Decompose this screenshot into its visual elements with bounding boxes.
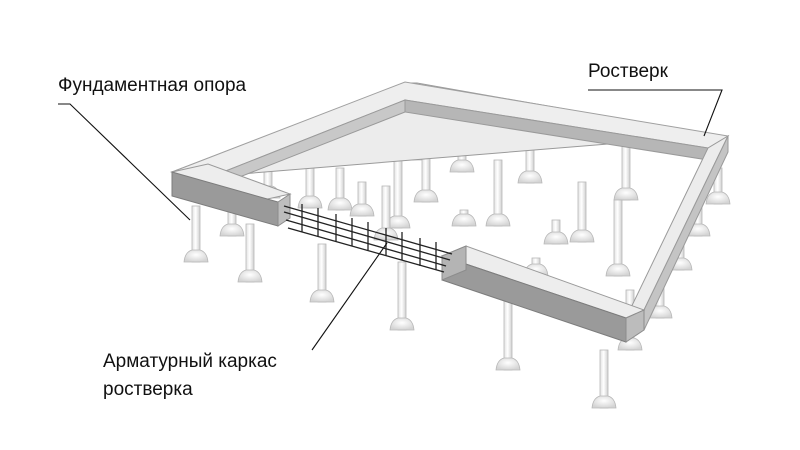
pile [613, 139, 639, 201]
pile-base [327, 197, 353, 211]
pile-base [451, 213, 477, 227]
pile-base [183, 249, 209, 263]
pile-base [349, 203, 375, 217]
pile-base [389, 317, 415, 331]
pile-base [309, 289, 335, 303]
pile-base [485, 213, 511, 227]
pile [297, 149, 323, 209]
pile-base [219, 223, 245, 237]
pile [451, 209, 477, 227]
rebar-leader [311, 242, 388, 351]
pile-base [413, 189, 439, 203]
pile-leader [58, 103, 191, 221]
pile-base [705, 191, 731, 205]
right-beam-outer [643, 135, 729, 331]
pile [591, 349, 617, 409]
pile [413, 139, 439, 203]
pile [349, 181, 375, 217]
left-beam-end [277, 193, 291, 227]
pile-base [449, 159, 475, 173]
pile-base [517, 170, 543, 184]
grillage-label: Ростверк [588, 61, 668, 82]
pile [327, 167, 353, 211]
pile [705, 167, 731, 205]
pile-base [591, 395, 617, 409]
pile-base [543, 231, 569, 245]
pile [517, 123, 543, 184]
pile-base [569, 229, 595, 243]
front-beam-corner [625, 309, 645, 343]
pile [605, 199, 631, 277]
rebar-cage [283, 204, 453, 273]
pile [543, 219, 569, 245]
pile [569, 181, 595, 243]
pile-base [237, 269, 263, 283]
rebar-cage-label: Арматурный каркас [103, 351, 277, 372]
pile [183, 205, 209, 263]
pile-base [613, 187, 639, 201]
pile [389, 261, 415, 331]
leader-lines [58, 89, 723, 351]
rebar-cage-label-line2: ростверка [103, 379, 193, 400]
pile [485, 159, 511, 227]
pile-base [495, 357, 521, 371]
pile-base [605, 263, 631, 277]
right-beam-top [624, 134, 730, 320]
pile [237, 223, 263, 283]
grillage-leader [588, 89, 723, 137]
pile-label: Фундаментная опора [58, 75, 247, 96]
pile-base [297, 195, 323, 209]
grillage-frame [170, 81, 730, 343]
pile [309, 243, 335, 303]
